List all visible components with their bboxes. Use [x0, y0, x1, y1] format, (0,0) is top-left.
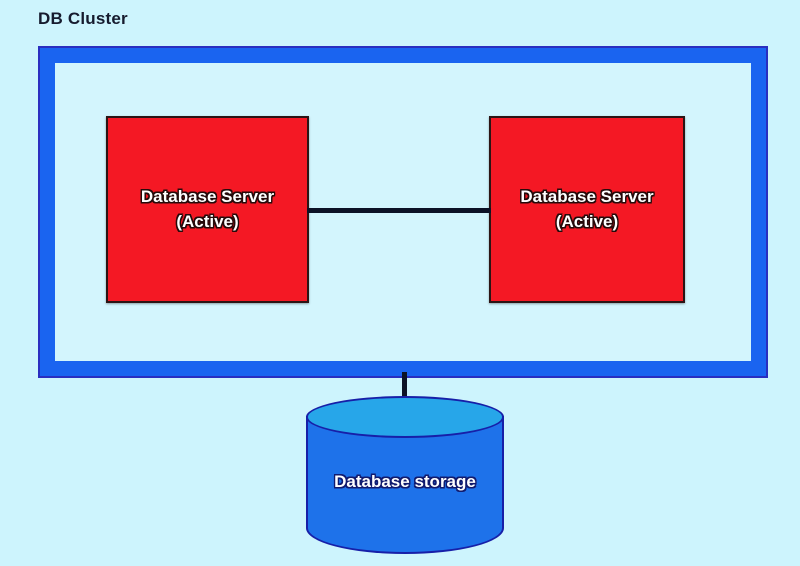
db-server-left-state: (Active): [176, 211, 239, 231]
db-server-left-title: Database Server: [140, 186, 275, 206]
db-server-right-title: Database Server: [520, 186, 654, 206]
cylinder-body-shape: [306, 416, 504, 554]
db-server-right-state: (Active): [555, 211, 619, 231]
db-server-node-left[interactable]: Database Server (Active): [106, 116, 309, 303]
connector-server-to-server: [307, 208, 491, 213]
cluster-title-label: DB Cluster: [38, 9, 128, 28]
database-storage-label: Database storage: [334, 472, 476, 491]
database-storage-node[interactable]: Database storage: [306, 396, 504, 556]
db-server-node-right[interactable]: Database Server (Active): [489, 116, 685, 303]
cylinder-top-ellipse-shape: [306, 396, 504, 438]
